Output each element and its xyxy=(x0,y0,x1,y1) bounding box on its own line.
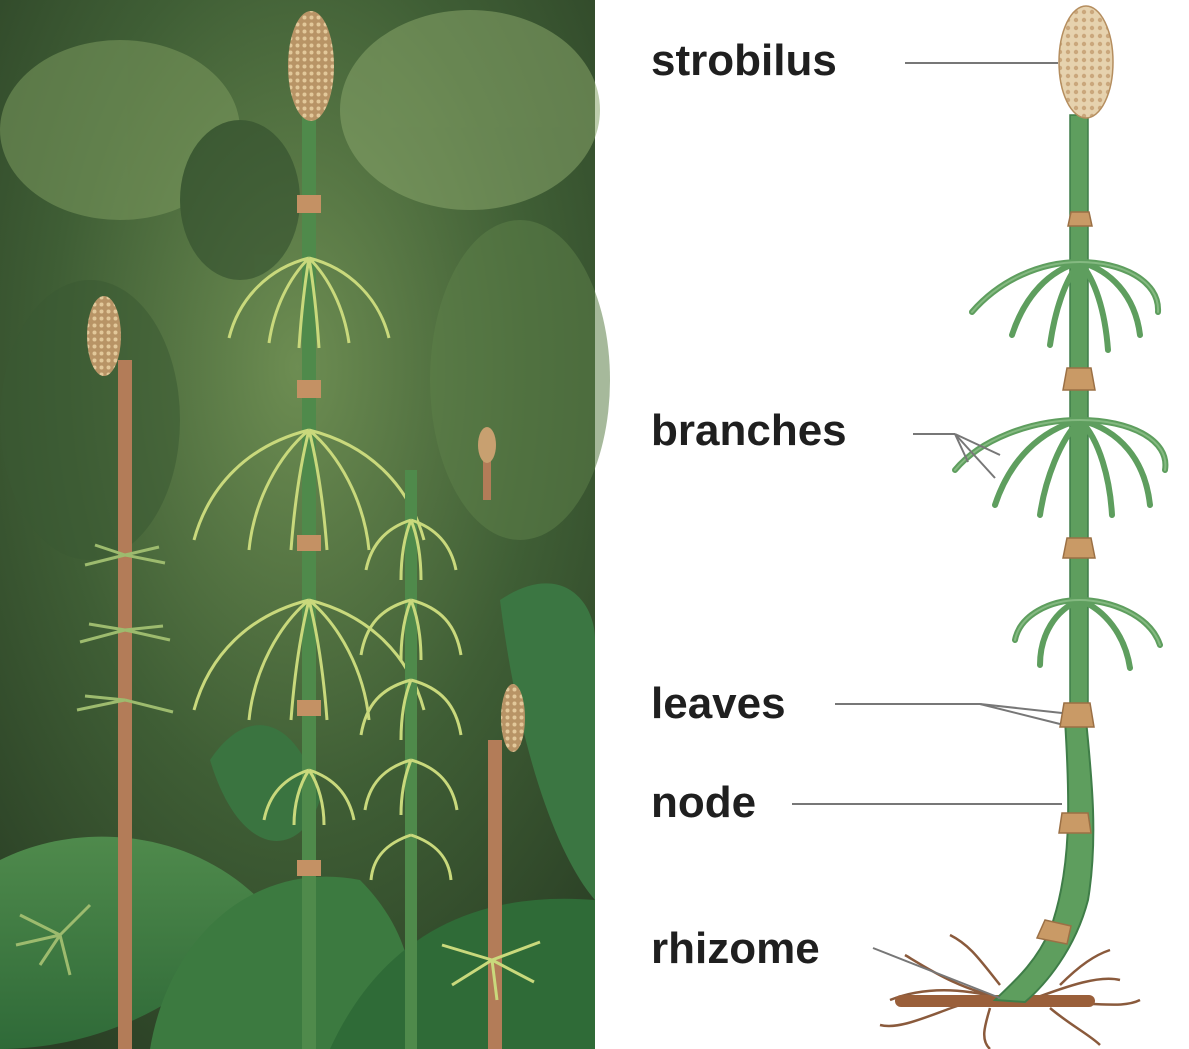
leader-leaves-b xyxy=(979,703,1061,725)
photo-bokeh xyxy=(0,10,610,560)
photo-plant-center xyxy=(192,11,426,1049)
diagram-panel: strobilus branches leaves node rhizome xyxy=(651,5,1169,1049)
label-rhizome: rhizome xyxy=(651,924,820,973)
photo-plant-left xyxy=(15,296,174,1049)
leader-leaves-a xyxy=(979,703,1063,714)
photo-foreground-leaves xyxy=(0,583,595,1049)
leader-branches-c xyxy=(954,433,996,479)
label-leaves: leaves xyxy=(651,679,786,728)
leader-lines xyxy=(792,62,1063,999)
branch-whorls xyxy=(952,259,1169,671)
strobilus-cone xyxy=(1058,5,1114,119)
label-strobilus: strobilus xyxy=(651,36,837,85)
leader-branches-a xyxy=(954,433,1001,456)
photo-plant-right xyxy=(359,427,541,1049)
stem-nodes xyxy=(1035,211,1096,945)
photo-panel xyxy=(0,0,610,1049)
lower-stem xyxy=(992,719,1095,1004)
branch-whorls-highlight xyxy=(954,261,1167,646)
label-node: node xyxy=(651,778,756,827)
leader-branches-b xyxy=(954,433,969,463)
label-branches: branches xyxy=(651,406,847,455)
leader-rhizome xyxy=(872,947,1001,999)
